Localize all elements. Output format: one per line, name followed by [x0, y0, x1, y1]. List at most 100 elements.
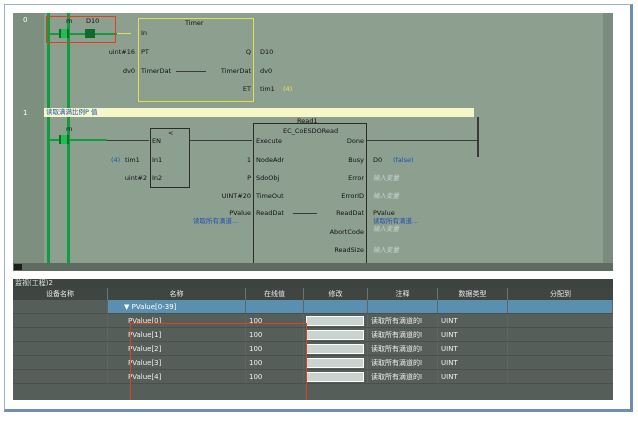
- cell-assign: [508, 314, 613, 327]
- ladder-hscrollbar[interactable]: [13, 263, 613, 271]
- cell-assign: [508, 356, 613, 369]
- read-nodeadr-value: 1: [246, 156, 251, 164]
- highlight-watch: [130, 323, 307, 400]
- read-sdoobj-value: P: [247, 174, 251, 182]
- cell-comment: 读取所有滴道的I: [368, 356, 438, 369]
- cell-assign: [508, 342, 613, 355]
- contact-m2-label: m: [66, 125, 73, 133]
- col-datatype[interactable]: 数据类型: [438, 288, 508, 300]
- rung-header-0: [13, 13, 44, 108]
- timer-pt-value: uint#16: [108, 48, 135, 56]
- rung-number-1: 1: [23, 109, 28, 117]
- read-abortcode-value[interactable]: 输入变量: [373, 225, 399, 233]
- col-comment[interactable]: 注释: [368, 288, 438, 300]
- timer-title: Timer: [185, 19, 204, 27]
- timer-et-pin: ET: [242, 85, 251, 93]
- col-online[interactable]: 在线值: [246, 288, 304, 300]
- compare-in2-value: uint#2: [124, 174, 147, 182]
- rung-header-1: [13, 108, 44, 271]
- read-readsize-pin: ReadSize: [334, 246, 364, 254]
- read-timeout-value: UINT#20: [221, 192, 251, 200]
- cell-online: 100: [246, 356, 304, 369]
- read-busy-value: D0: [373, 156, 383, 164]
- read-nodeadr-pin: NodeAdr: [256, 156, 285, 164]
- cell-modify: [304, 370, 368, 383]
- cell-device: [13, 342, 108, 355]
- read-readdat-out-desc: 读取所有滴道...: [373, 217, 419, 225]
- cell-device: [13, 370, 108, 383]
- cell-type: UINT: [438, 328, 508, 341]
- cell-name: PValue[2]: [108, 342, 246, 355]
- read-error-value[interactable]: 输入变量: [373, 174, 399, 182]
- cell-modify: [304, 314, 368, 327]
- read-done-pin: Done: [346, 137, 364, 145]
- timer-timerdat-out-value: dv0: [260, 67, 273, 75]
- highlight-contacts: [46, 16, 116, 43]
- expand-icon[interactable]: ▼: [124, 303, 132, 311]
- read-readdat-in-desc: 读取所有滴道...: [193, 217, 239, 225]
- compare-en-pin: EN: [152, 137, 161, 145]
- timer-q-pin: Q: [245, 48, 251, 56]
- read-readdat-out-value: PValue: [373, 209, 395, 217]
- cell-device: [13, 356, 108, 369]
- watch-title: 监视(工程)2: [13, 279, 613, 288]
- read-readdat-in-value: PValue: [229, 209, 251, 217]
- col-name[interactable]: 名称: [108, 288, 246, 300]
- cell-comment: 读取所有滴道的I: [368, 370, 438, 383]
- modify-input[interactable]: [306, 358, 364, 368]
- readdat-wire: [293, 213, 317, 214]
- cell-name: PValue[1]: [108, 328, 246, 341]
- contact-d10-nc[interactable]: [85, 29, 95, 38]
- right-rail: [477, 117, 479, 157]
- cell-name: PValue[0]: [108, 314, 246, 327]
- col-modify[interactable]: 修改: [304, 288, 368, 300]
- contact-m-label: m: [66, 17, 73, 25]
- cell-online: 100: [246, 328, 304, 341]
- contact-m2[interactable]: [59, 135, 69, 144]
- wire-to-read: [190, 140, 252, 141]
- cell-device: [13, 328, 108, 341]
- compare-in1-live: (4): [111, 156, 121, 164]
- timerdat-wire: [176, 71, 206, 72]
- modify-input[interactable]: [306, 330, 364, 340]
- compare-in2-pin: In2: [152, 174, 163, 182]
- read-readsize-value[interactable]: 输入变量: [373, 246, 399, 254]
- modify-input[interactable]: [306, 344, 364, 354]
- read-errorid-value[interactable]: 输入变量: [373, 192, 399, 200]
- contact-m[interactable]: [59, 29, 69, 38]
- ladder-editor[interactable]: 0 1 m D10 Timer In uint#16 PT dv0 TimerD…: [13, 13, 613, 271]
- col-device[interactable]: 设备名称: [13, 288, 108, 300]
- wire-to-timer: [117, 33, 131, 34]
- group-row[interactable]: ▼ PValue[0-39]: [13, 300, 613, 314]
- cell-name: PValue[4]: [108, 370, 246, 383]
- read-type: EC_CoESDORead: [283, 127, 339, 135]
- cell-online: 100: [246, 314, 304, 327]
- read-sdoobj-pin: SdoObj: [256, 174, 280, 182]
- read-timeout-pin: TimeOut: [256, 192, 284, 200]
- compare-block[interactable]: [150, 128, 190, 188]
- cell-type: UINT: [438, 356, 508, 369]
- watch-window[interactable]: 监视(工程)2 设备名称 名称 在线值 修改 注释 数据类型 分配到 ▼ PVa…: [13, 279, 613, 400]
- read-readdat-out-pin: ReadDat: [336, 209, 364, 217]
- timer-in-pin: In: [141, 29, 148, 37]
- rung1-comment[interactable]: 读取满满比例P 值: [44, 108, 474, 117]
- modify-input[interactable]: [306, 372, 364, 382]
- rung0-wire: [47, 33, 117, 35]
- compare-in1-value: tim1: [125, 156, 140, 164]
- timer-block[interactable]: [138, 18, 254, 102]
- ladder-vscrollbar[interactable]: [603, 13, 613, 263]
- cell-modify: [304, 328, 368, 341]
- timer-timerdat-in-pin: TimerDat: [141, 67, 172, 75]
- col-assign[interactable]: 分配到: [550, 290, 571, 298]
- timer-timerdat-out-pin: TimerDat: [220, 67, 251, 75]
- wire-to-cmp: [107, 140, 149, 141]
- timer-pt-pin: PT: [141, 48, 149, 56]
- rung1-wire: [47, 139, 107, 141]
- modify-input[interactable]: [306, 316, 364, 326]
